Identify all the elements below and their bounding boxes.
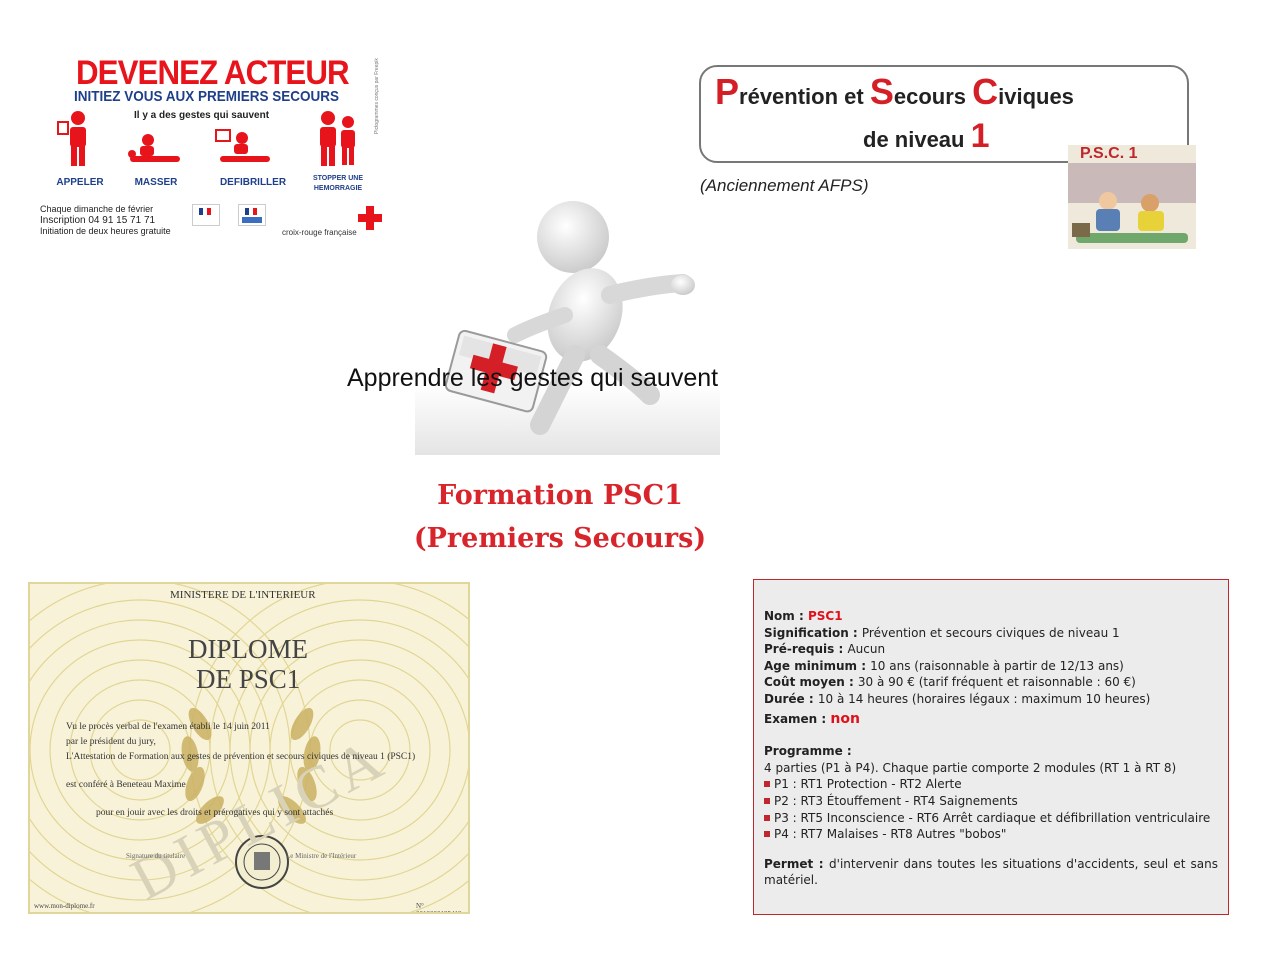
diploma-title-2: DE PSC1 [196,664,301,694]
program-part: P3 : RT5 Inconscience - RT6 Arrêt cardia… [764,810,1218,827]
diploma-body: Vu le procès verbal de l'examen établi l… [66,720,415,821]
info-age-row: Age minimum : 10 ans (raisonnable à part… [764,658,1124,673]
ministry-logo-icon [238,204,266,226]
diploma-site: www.mon-diplome.fr [34,902,95,910]
red-cross-org: croix-rouge française [282,228,357,237]
poster-info: Chaque dimanche de février Inscription 0… [40,204,171,237]
bullet-icon [764,831,770,838]
diploma-line: pour en jouir avec les droits et préroga… [96,808,334,818]
diploma-title-1: DIPLOME [188,634,308,664]
bullet-icon [764,797,770,804]
action-cpr-label: MASSER [134,177,178,188]
bleeding-pictogram-icon [320,111,355,166]
diploma-title: DIPLOME DE PSC1 [188,634,308,694]
psc1-badge: P.S.C. 1 [1080,145,1138,162]
info-permit-row: Permet : d'intervenir dans toutes les si… [764,856,1218,888]
diploma-ministry: MINISTERE DE L'INTERIEUR [170,589,316,601]
poster-title: DEVENEZ ACTEUR [76,54,350,92]
psc1-info-panel: Nom : PSC1 Signification : Prévention et… [753,579,1229,915]
info-duration-row: Durée : 10 à 14 heures (horaires légaux … [764,691,1151,706]
diploma-line: Vu le procès verbal de l'examen établi l… [66,722,270,732]
info-meaning-row: Signification : Prévention et secours ci… [764,625,1120,640]
program-part: P2 : RT3 Étouffement - RT4 Saignements [764,793,1218,810]
diploma-pattern-icon [30,584,468,912]
info-prereq-row: Pré-requis : Aucun [764,642,886,657]
red-cross-icon [358,206,382,230]
diploma-line: est conféré à Beneteau Maxime [66,780,186,790]
formation-line-2: (Premiers Secours) [413,523,707,554]
action-call-label: APPELER [56,177,104,188]
bullet-icon [764,781,770,788]
former-name: (Anciennement AFPS) [700,176,869,195]
defibrillator-pictogram-icon [215,129,270,162]
call-pictogram-icon [57,111,86,166]
program-part: P1 : RT1 Protection - RT2 Alerte [764,776,1218,793]
formation-line-1: Formation PSC1 [437,480,683,511]
formation-title: Formation PSC1 (Premiers Secours) [380,474,740,560]
info-line: Initiation de deux heures gratuite [40,226,171,236]
action-bleeding-label: STOPPER UNE HEMORRAGIE [312,175,364,192]
bullet-icon [764,814,770,821]
first-aid-runner-illustration [415,201,720,455]
info-cost-row: Coût moyen : 30 à 90 € (tarif fréquent e… [764,675,1136,690]
center-caption: Apprendre les gestes qui sauvent [347,364,719,392]
info-program-label: Programme : [764,744,852,759]
diploma-line: par le président du jury, [66,737,156,747]
rescuers-drawing-icon [1068,163,1196,243]
psc1-illustration: P.S.C. 1 [1068,145,1196,249]
signature-holder: Signature du titulaire [126,852,186,860]
poster-vertical-note: Pictogrammes conçus par Freepik [374,58,380,134]
gov-logo-icon [192,204,220,226]
poster-subtitle: INITIEZ VOUS AUX PREMIERS SECOURS [74,88,340,105]
psc1-diploma: DIPLICA MINISTERE DE L'INTERIEUR DIPLOME… [28,582,470,914]
diploma-line: L'Attestation de Formation aux gestes de… [66,752,416,762]
info-line: Chaque dimanche de février [40,204,154,214]
program-part: P4 : RT7 Malaises - RT8 Autres "bobos" [764,826,1218,843]
poster-tagline: Il y a des gestes qui sauvent [134,110,270,121]
info-line: Inscription 04 91 15 71 71 [40,215,156,226]
info-exam-row: Examen : non [764,710,860,727]
banner-title: Prévention et Secours Civiques [715,71,1074,112]
info-name-row: Nom : PSC1 [764,609,843,623]
cpr-pictogram-icon [128,134,180,162]
action-defib-label: DEFIBRILLER [219,177,287,188]
signature-minister: Le Ministre de l'Intérieur [286,852,357,860]
diploma-number: N° 0010000135412 [416,902,462,914]
first-aid-poster: DEVENEZ ACTEUR INITIEZ VOUS AUX PREMIERS… [36,48,396,248]
banner-level: de niveau 1 [863,117,990,155]
info-program-intro: 4 parties (P1 à P4). Chaque partie compo… [764,760,1177,775]
